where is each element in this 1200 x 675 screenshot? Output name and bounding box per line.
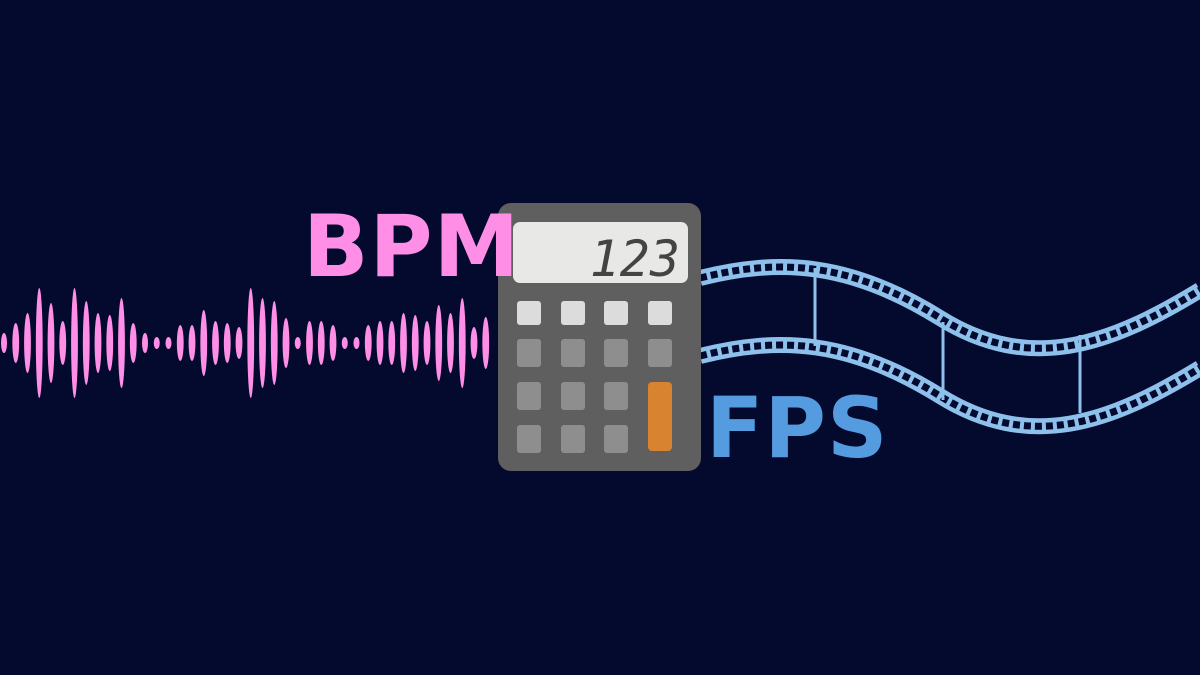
calculator-display: [513, 222, 688, 283]
calculator-key: [604, 339, 628, 367]
waveform-bar: [317, 321, 325, 365]
waveform-bar: [458, 298, 466, 388]
waveform-bar: [82, 301, 90, 385]
waveform-bar: [212, 321, 219, 365]
calculator-key: [648, 301, 672, 325]
waveform-bar: [165, 337, 172, 349]
waveform-bar: [270, 301, 278, 385]
bpm-label: BPM: [303, 197, 521, 297]
calculator-key: [517, 339, 541, 367]
fps-label: FPS: [706, 379, 889, 477]
waveform-bar: [282, 318, 290, 368]
waveform-bar: [153, 337, 160, 349]
calculator-key: [604, 425, 628, 453]
calculator-key: [561, 301, 585, 325]
waveform-bar: [71, 288, 78, 398]
calculator-icon: 123: [498, 203, 701, 471]
waveform-bar: [142, 333, 148, 353]
waveform-bar: [423, 321, 431, 365]
calculator-equals-key: [648, 382, 672, 451]
waveform-bar: [341, 337, 348, 349]
waveform-bar: [400, 313, 407, 373]
waveform-bar: [35, 288, 43, 398]
waveform-bar: [94, 313, 102, 373]
calculator-key: [517, 425, 541, 453]
calculator-key: [517, 382, 541, 410]
waveform-bar: [306, 321, 313, 365]
film-edge: [698, 337, 1200, 435]
waveform-bar: [188, 325, 196, 361]
calculator-key: [648, 339, 672, 367]
calculator-key: [561, 339, 585, 367]
waveform-bar: [470, 327, 478, 359]
waveform-bar: [482, 317, 490, 369]
calculator-keys: [517, 301, 672, 453]
waveform-bar: [329, 325, 337, 361]
waveform-bar: [294, 337, 301, 349]
waveform-bar: [1, 333, 7, 353]
waveform-bar: [59, 321, 67, 365]
audio-waveform-icon: [1, 288, 490, 398]
waveform-bar: [12, 323, 20, 363]
display-value: 123: [590, 230, 680, 288]
waveform-bar: [447, 313, 454, 373]
waveform-bar: [235, 327, 243, 359]
waveform-bar: [223, 323, 231, 363]
waveform-bar: [129, 323, 137, 363]
waveform-bar: [353, 337, 360, 349]
waveform-bar: [200, 310, 208, 376]
film-edge: [698, 259, 1200, 357]
waveform-bar: [388, 321, 396, 365]
waveform-bar: [176, 325, 184, 361]
waveform-bar: [364, 325, 372, 361]
waveform-bar: [47, 303, 55, 383]
waveform-bar: [118, 298, 125, 388]
waveform-bar: [376, 321, 384, 365]
waveform-bar: [435, 305, 443, 381]
film-strip-icon: [698, 259, 1200, 435]
calculator-key: [561, 425, 585, 453]
calculator-key: [604, 301, 628, 325]
waveform-bar: [247, 288, 255, 398]
waveform-bar: [411, 315, 419, 371]
waveform-bar: [259, 298, 266, 388]
calculator-key: [561, 382, 585, 410]
waveform-bar: [24, 313, 31, 373]
calculator-key: [517, 301, 541, 325]
calculator-key: [604, 382, 628, 410]
waveform-bar: [106, 315, 114, 371]
